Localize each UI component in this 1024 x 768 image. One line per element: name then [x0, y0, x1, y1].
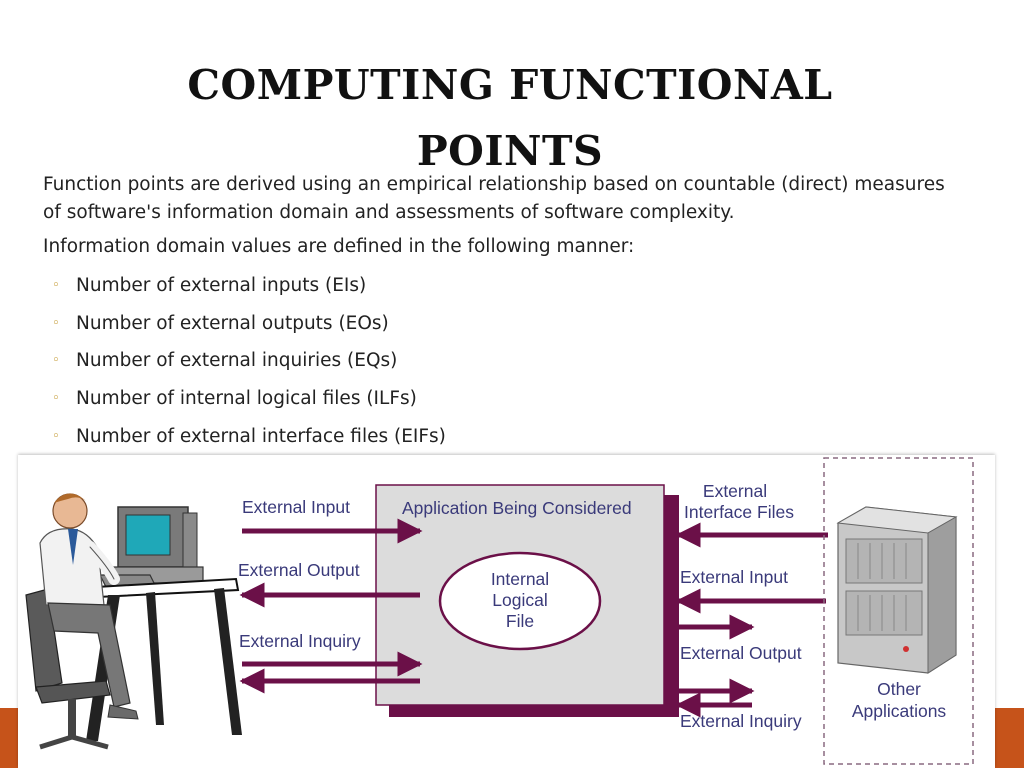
- other-applications-box: [823, 457, 974, 765]
- bullet-item: ◦ Number of external inputs (EIs): [52, 267, 446, 305]
- bullet-item: ◦ Number of external inquiries (EQs): [52, 342, 446, 380]
- left-label-external-output: External Output: [238, 560, 360, 580]
- intro-paragraph-2: Information domain values are defined in…: [43, 236, 635, 257]
- ilf-label-line-3: File: [506, 611, 534, 631]
- left-label-external-inquiry: External Inquiry: [239, 631, 361, 651]
- bullet-icon: ◦: [52, 391, 60, 407]
- bullet-text: Number of external inquiries (EQs): [76, 350, 398, 372]
- internal-logical-file: [438, 551, 602, 651]
- bullet-icon: ◦: [52, 278, 60, 294]
- bullet-icon: ◦: [52, 315, 60, 331]
- intro-paragraph: Function points are derived using an emp…: [43, 174, 945, 223]
- right-label-eif-line-2: Interface Files: [684, 502, 794, 522]
- ilf-label-line-2: Logical: [492, 590, 547, 610]
- slide-title-line-2: Points: [416, 127, 604, 175]
- bullet-item: ◦ Number of external outputs (EOs): [52, 305, 446, 343]
- bullet-text: Number of external interface files (EIFs…: [76, 425, 446, 447]
- bullet-list: ◦ Number of external inputs (EIs) ◦ Number…: [52, 267, 446, 455]
- right-label-external-output: External Output: [680, 643, 802, 663]
- ilf-label-line-1: Internal: [491, 569, 549, 589]
- right-accent-bar: [995, 708, 1024, 768]
- bullet-text: Number of internal logical files (ILFs): [76, 388, 417, 410]
- server-cabinet-icon: [836, 506, 958, 674]
- bullet-icon: ◦: [52, 428, 60, 444]
- right-label-external-input: External Input: [680, 567, 788, 587]
- bullet-item: ◦ Number of external interface files (EIF…: [52, 417, 446, 455]
- bullet-item: ◦ Number of internal logical files (ILFs): [52, 380, 446, 418]
- function-point-diagram: Application Being Considered Internal Lo…: [18, 455, 995, 768]
- bullet-text: Number of external inputs (EIs): [76, 275, 367, 297]
- user-at-computer-icon: [25, 493, 242, 750]
- application-title: Application Being Considered: [402, 498, 632, 518]
- other-applications-line-2: Applications: [852, 701, 947, 721]
- right-label-eif-line-1: External: [703, 481, 767, 501]
- left-label-external-input: External Input: [242, 497, 350, 517]
- bullet-icon: ◦: [52, 353, 60, 369]
- slide-title: Computing Functional Points: [150, 52, 870, 184]
- slide-title-line-1: Computing Functional: [187, 61, 833, 109]
- right-label-external-inquiry: External Inquiry: [680, 711, 802, 731]
- bullet-text: Number of external outputs (EOs): [76, 312, 389, 334]
- diagram-canvas: Application Being Considered Internal Lo…: [25, 457, 974, 765]
- other-applications-line-1: Other: [877, 679, 921, 699]
- left-accent-bar: [0, 708, 18, 768]
